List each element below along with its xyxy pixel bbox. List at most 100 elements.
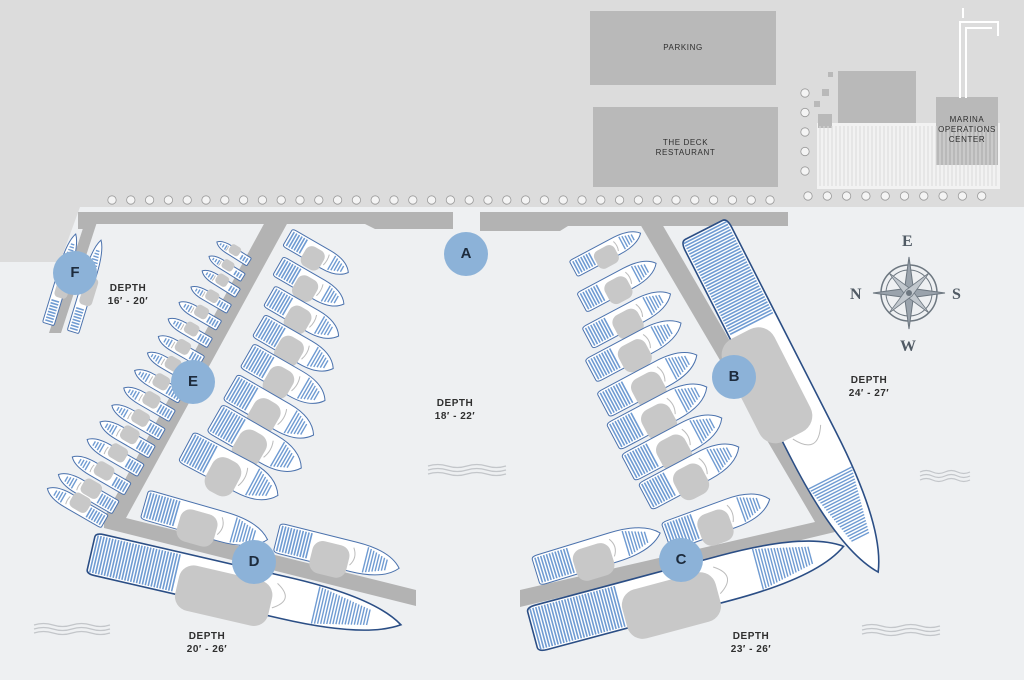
boat xyxy=(585,320,682,382)
boat xyxy=(46,487,109,528)
boat xyxy=(167,317,213,348)
tree-icon xyxy=(332,195,343,205)
tree-icon xyxy=(746,195,756,205)
operations-label-line3: CENTER xyxy=(948,135,986,144)
boat xyxy=(597,352,698,417)
tree-icon xyxy=(445,195,455,205)
dock-e-marker[interactable]: E xyxy=(171,360,215,404)
dock-a-marker[interactable]: A xyxy=(444,232,488,276)
boat xyxy=(190,285,232,314)
main-pier-left xyxy=(78,212,453,229)
depth-label-center: DEPTH 18′ - 22′ xyxy=(420,397,490,423)
dock-b-marker[interactable]: B xyxy=(712,355,756,399)
compass-bottom-letter: W xyxy=(900,338,916,356)
depth-f-range: 16′ - 20′ xyxy=(107,296,149,307)
restaurant-building xyxy=(593,107,778,187)
tree-icon xyxy=(520,195,531,205)
dock-c-marker[interactable]: C xyxy=(659,538,703,582)
boat xyxy=(531,527,661,585)
depth-f-title: DEPTH xyxy=(109,283,147,294)
depth-label-f: DEPTH 16′ - 20′ xyxy=(96,282,160,308)
boat xyxy=(71,455,132,495)
tree-icon xyxy=(426,195,437,205)
tree-icon xyxy=(614,195,625,205)
boats xyxy=(42,219,880,652)
tree-icon xyxy=(239,195,249,205)
dock-b-letter: B xyxy=(728,368,740,385)
tree-icon xyxy=(483,195,493,205)
tree-icon xyxy=(126,195,136,205)
boat xyxy=(240,344,326,404)
tree-icon xyxy=(800,107,810,118)
tree-icon xyxy=(800,166,810,176)
dock-c-letter: C xyxy=(675,551,687,568)
tree-icon xyxy=(803,191,813,201)
water-waves xyxy=(33,463,971,637)
parking-label: PARKING xyxy=(600,43,766,53)
boat xyxy=(223,374,315,439)
tree-icon xyxy=(182,195,192,205)
boat xyxy=(178,301,222,331)
compass-left-letter: N xyxy=(850,286,862,304)
operations-label: MARINA OPERATIONS CENTER xyxy=(936,115,998,145)
tree-icon xyxy=(880,191,890,201)
depth-c-range: 23′ - 26′ xyxy=(730,644,772,655)
tree-icon xyxy=(577,195,587,205)
compass-right-letter: S xyxy=(952,286,961,304)
tree-icon xyxy=(633,195,644,205)
parking-lot xyxy=(590,11,776,85)
tree-icon xyxy=(919,191,929,201)
compass-right-text: S xyxy=(952,286,961,303)
tree-icon xyxy=(464,195,474,205)
tree-icon xyxy=(145,195,155,205)
depth-d-title: DEPTH xyxy=(188,631,226,642)
depth-b-range: 24′ - 27′ xyxy=(848,388,890,399)
boat xyxy=(273,523,400,578)
tree-icon xyxy=(671,195,681,205)
boat xyxy=(263,286,340,339)
boat xyxy=(57,473,120,514)
boat xyxy=(123,386,176,422)
depth-label-b: DEPTH 24′ - 27′ xyxy=(834,374,904,400)
boat xyxy=(252,314,334,372)
tree-icon xyxy=(957,191,968,201)
depth-label-c: DEPTH 23′ - 26′ xyxy=(716,630,786,656)
tree-icon xyxy=(107,195,117,205)
dock-e-letter: E xyxy=(187,373,198,390)
depth-b-title: DEPTH xyxy=(850,375,888,386)
tree-icon xyxy=(841,191,852,201)
tree-icon xyxy=(220,195,230,205)
depth-center-title: DEPTH xyxy=(436,398,474,409)
depth-center-range: 18′ - 22′ xyxy=(434,411,476,422)
depth-c-title: DEPTH xyxy=(732,631,770,642)
tree-icon xyxy=(652,195,662,205)
tree-icon xyxy=(800,88,810,98)
boat xyxy=(272,257,345,307)
tree-icon xyxy=(727,195,738,205)
boat xyxy=(621,414,723,481)
operations-label-line1: MARINA xyxy=(949,115,985,124)
restaurant-label: THE DECK RESTAURANT xyxy=(600,138,771,158)
dock-d-marker[interactable]: D xyxy=(232,540,276,584)
tree-icon xyxy=(558,195,568,205)
dock-f-marker[interactable]: F xyxy=(53,251,97,295)
boat xyxy=(526,540,845,652)
compass-rose xyxy=(872,256,946,330)
boat xyxy=(178,432,279,501)
boat xyxy=(99,420,156,458)
tree-icon xyxy=(861,191,871,201)
boat xyxy=(282,229,349,275)
trees xyxy=(107,88,987,205)
tree-icon xyxy=(502,195,512,205)
tree-icon xyxy=(765,195,775,205)
tree-icon xyxy=(822,191,832,201)
tree-icon xyxy=(938,191,948,201)
depth-label-d: DEPTH 20′ - 26′ xyxy=(172,630,242,656)
tree-icon xyxy=(314,195,324,205)
tree-icon xyxy=(708,195,719,205)
compass-left-text: N xyxy=(850,286,862,303)
operations-striping xyxy=(819,126,997,186)
tree-icon xyxy=(163,195,173,205)
